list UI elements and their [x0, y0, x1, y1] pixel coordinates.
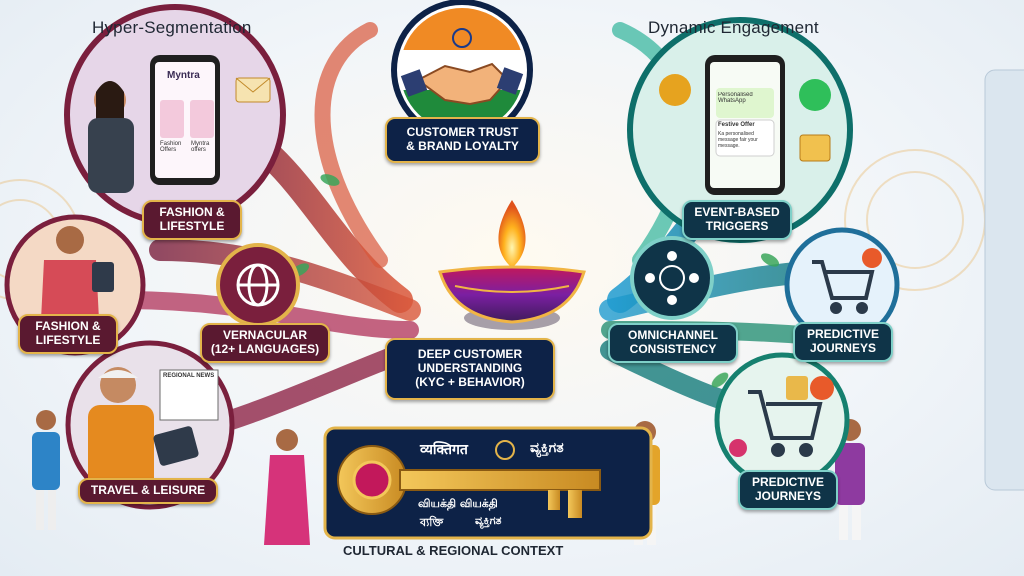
event-triggers-label: Event-Based Triggers — [682, 200, 792, 240]
golden-key-icon — [337, 445, 601, 518]
myntra-brand: Myntra — [167, 70, 200, 81]
festive-offer-text: Festive Offer — [718, 122, 755, 128]
whatsapp-message-text: Ka personalised message fair your messag… — [718, 131, 758, 149]
shopping-bag-icon — [786, 376, 808, 400]
calendar-icon — [799, 134, 831, 162]
fashion-bubble-1 — [64, 4, 286, 226]
travel-bubble — [65, 340, 235, 510]
tablet-icon — [92, 262, 114, 292]
travel-leisure-label: Travel & Leisure — [78, 478, 218, 504]
flame-icon — [498, 200, 526, 268]
discount-badge-icon — [810, 376, 834, 400]
globe-icon — [236, 263, 280, 307]
dollar-coin-icon — [659, 74, 691, 106]
whatsapp-bubble — [627, 17, 853, 243]
tamil-script-text: வியக்தி வியக்தி — [418, 497, 498, 510]
tablet-icon-2 — [153, 426, 199, 466]
understanding-label: Deep Customer Understanding (KYC + Behav… — [385, 338, 555, 400]
plus-badge-icon — [862, 248, 882, 268]
whatsapp-icon — [799, 79, 831, 111]
standing-woman-center — [264, 429, 310, 545]
dynamic-engagement-heading: Dynamic Engagement — [648, 18, 819, 37]
ashoka-chakra-icon — [452, 28, 472, 48]
standing-man-left — [32, 410, 60, 530]
diya-lamp — [438, 200, 586, 330]
bengali-script-text: ব্যক্তি — [420, 516, 444, 529]
regional-news-sheet — [159, 369, 219, 421]
vernacular-label: Vernacular (12+ Languages) — [200, 323, 330, 363]
fashion-offers-text: Fashion Offers — [160, 141, 182, 153]
fashion-lifestyle-label-2: Fashion & Lifestyle — [18, 314, 118, 354]
kannada-script-text: ವ್ಯಕ್ತಿಗತ — [530, 440, 564, 456]
myntra-offers-text: Myntra offers — [191, 141, 210, 153]
businesswoman-figure — [88, 81, 134, 193]
fashion-lifestyle-label-1: Fashion & Lifestyle — [142, 200, 242, 240]
cart-bubble-1 — [784, 227, 900, 343]
om-symbol-icon — [495, 440, 515, 460]
whatsapp-header-text: Personalised WhatsApp — [718, 92, 753, 104]
shopping-cart-icon — [812, 260, 875, 314]
predictive-journeys-label-1: Predictive Journeys — [793, 322, 893, 362]
predictive-journeys-label-2: Predictive Journeys — [738, 470, 838, 510]
kannada-script-text-2: ವ್ಯಕ್ತಿಗತ — [475, 514, 502, 527]
cart-bubble-2 — [714, 352, 850, 488]
context-label: Cultural & Regional Context — [343, 543, 564, 558]
envelope-icon — [235, 77, 271, 103]
omnichannel-label: Omnichannel Consistency — [608, 323, 738, 363]
globe-node — [216, 243, 300, 327]
heart-icon — [729, 439, 747, 457]
omnichannel-node — [630, 236, 714, 320]
side-panel — [984, 69, 1024, 491]
hyper-segmentation-heading: Hyper-Segmentation — [92, 18, 252, 37]
trust-emblem — [391, 0, 533, 141]
shopping-cart-icon-2 — [748, 390, 823, 457]
trust-label: Customer Trust & Brand Loyalty — [385, 117, 540, 163]
hindi-script-text: व्यक्तिगत — [420, 442, 468, 458]
regional-news-text: Regional News — [163, 373, 215, 379]
network-icon — [645, 251, 699, 305]
handshake-icon — [400, 62, 524, 106]
key-panel — [323, 426, 653, 540]
